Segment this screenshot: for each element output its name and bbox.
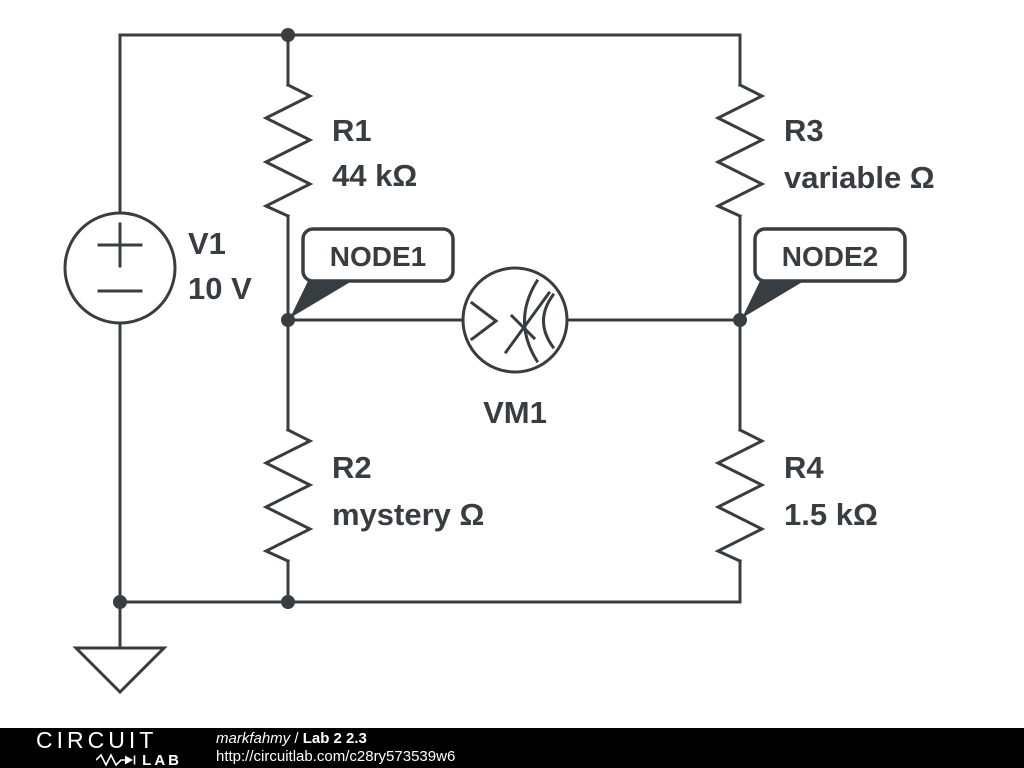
r1-value-label: 44 kΩ — [332, 158, 417, 193]
r3-value-label: variable Ω — [784, 160, 935, 195]
junction-dot-node1 — [281, 313, 295, 327]
footer-bar: CIRCUIT LAB markfahmy / Lab 2 2.3 http:/… — [0, 728, 1024, 768]
resistor-zigzag-logo-icon — [96, 753, 136, 767]
voltmeter-chevron-icon — [469, 300, 499, 342]
node1-flag: NODE1 — [290, 227, 455, 318]
resistor-zigzag-icon — [262, 427, 314, 563]
voltage-source-circle-icon — [63, 211, 177, 325]
r4-name-label: R4 — [784, 450, 824, 485]
voltmeter-needle-icon — [503, 290, 552, 355]
node2-flag-pointer-icon — [742, 279, 804, 318]
v1-value-label: 10 V — [188, 271, 252, 306]
node1-label: NODE1 — [330, 241, 426, 272]
voltmeter-arc-icon — [542, 292, 556, 350]
junction-dot — [281, 28, 295, 42]
voltmeter-vm1: VM1 — [461, 266, 569, 430]
voltmeter-arc-icon — [523, 278, 540, 364]
node1-flag-box — [301, 227, 455, 283]
node2-flag: NODE2 — [742, 227, 907, 318]
resistor-r1: R1 44 kΩ — [262, 82, 417, 218]
v1-name-label: V1 — [188, 226, 226, 261]
attribution-block: markfahmy / Lab 2 2.3 http://circuitlab.… — [216, 730, 455, 766]
circuitlab-logo: CIRCUIT LAB — [36, 726, 188, 768]
r2-value-label: mystery Ω — [332, 497, 484, 532]
junction-dot — [113, 595, 127, 609]
r1-name-label: R1 — [332, 113, 372, 148]
junction-dot-node2 — [733, 313, 747, 327]
vm1-name-label: VM1 — [483, 395, 547, 430]
resistor-r3: R3 variable Ω — [714, 82, 935, 218]
voltmeter-tick-icon — [509, 313, 537, 341]
resistor-r4: R4 1.5 kΩ — [714, 427, 878, 563]
resistor-zigzag-icon — [262, 82, 314, 218]
circuitlab-logo-lab-text: LAB — [142, 751, 182, 768]
r4-value-label: 1.5 kΩ — [784, 497, 878, 532]
resistor-zigzag-icon — [714, 82, 766, 218]
r3-name-label: R3 — [784, 113, 824, 148]
node2-flag-box — [753, 227, 907, 283]
node2-label: NODE2 — [782, 241, 878, 272]
resistor-r2: R2 mystery Ω — [262, 427, 484, 563]
attribution-line: markfahmy / Lab 2 2.3 — [216, 730, 455, 748]
voltage-source-v1: V1 10 V — [63, 211, 252, 325]
schematic-title: Lab 2 2.3 — [302, 730, 367, 747]
node1-flag-pointer-icon — [290, 279, 352, 318]
schematic-url[interactable]: http://circuitlab.com/c28ry573539w6 — [216, 748, 456, 765]
r2-name-label: R2 — [332, 450, 372, 485]
circuitlab-logo-lab-row: LAB — [96, 753, 182, 768]
resistor-zigzag-icon — [714, 427, 766, 563]
ground-triangle-icon — [72, 646, 168, 695]
circuitlab-logo-text: CIRCUIT — [36, 726, 158, 753]
ground-symbol — [72, 646, 168, 695]
junction-dot — [281, 595, 295, 609]
attribution-separator: / — [290, 730, 303, 747]
author-name: markfahmy — [216, 730, 291, 747]
schematic-area: V1 10 V R1 44 kΩ R3 variable Ω R2 myster… — [63, 28, 935, 695]
schematic-canvas: V1 10 V R1 44 kΩ R3 variable Ω R2 myster… — [63, 28, 935, 695]
